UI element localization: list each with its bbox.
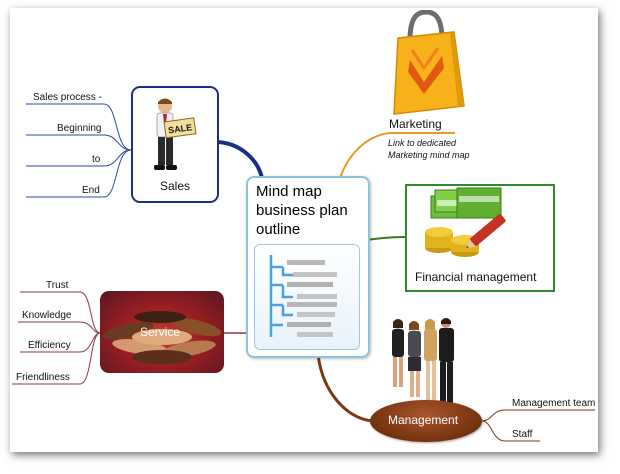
sale-sign-text: SALE [168, 122, 193, 135]
salesman-icon: SALE [154, 98, 197, 170]
financial-branch [365, 236, 406, 241]
management-branch [316, 353, 373, 423]
service-node[interactable]: Service [100, 291, 224, 373]
marketing-branch [339, 132, 455, 179]
sales-branch [214, 140, 264, 179]
service-subbranch-1 [20, 291, 101, 334]
outline-tree-icon [254, 244, 360, 350]
marketing-label[interactable]: Marketing [389, 117, 442, 131]
sales-label: Sales [160, 179, 191, 193]
management-node[interactable]: Management [370, 400, 482, 442]
management-item-label: Management team [512, 398, 596, 409]
sales-subbranch-1 [26, 103, 132, 151]
sales-item-label: to [92, 154, 101, 165]
service-item-label: Knowledge [22, 310, 72, 321]
financial-management-node[interactable]: Financial management [405, 184, 555, 292]
management-subbranch-2 [481, 420, 540, 442]
money-coins-pen-icon [425, 187, 506, 257]
sales-subbranch-4 [26, 149, 132, 198]
service-label: Service [140, 325, 181, 339]
service-item-label: Friendliness [16, 372, 70, 383]
shopping-bag-icon [393, 10, 465, 115]
sales-subbranch-2 [26, 134, 132, 151]
sales-item-label: Sales process - [33, 92, 102, 103]
management-item-label: Staff [512, 429, 533, 440]
service-item-label: Efficiency [28, 340, 71, 351]
central-topic[interactable]: Mind map business plan outline [246, 176, 370, 358]
financial-management-label: Financial management [415, 270, 537, 284]
sales-subbranch-3 [26, 149, 132, 167]
service-subbranch-2 [18, 321, 101, 334]
management-subbranch-1 [481, 409, 595, 422]
marketing-note: Link to dedicated Marketing mind map [388, 138, 470, 160]
stacked-hands-icon [102, 311, 222, 364]
sales-item-label: End [82, 185, 100, 196]
central-topic-title: Mind map business plan outline [256, 183, 348, 238]
management-label: Management [388, 413, 459, 427]
service-item-label: Trust [46, 280, 69, 291]
service-subbranch-4 [12, 332, 101, 385]
business-team-icon [392, 318, 454, 406]
sales-node[interactable]: SALE Sales [131, 86, 219, 203]
sales-item-label: Beginning [57, 123, 102, 134]
